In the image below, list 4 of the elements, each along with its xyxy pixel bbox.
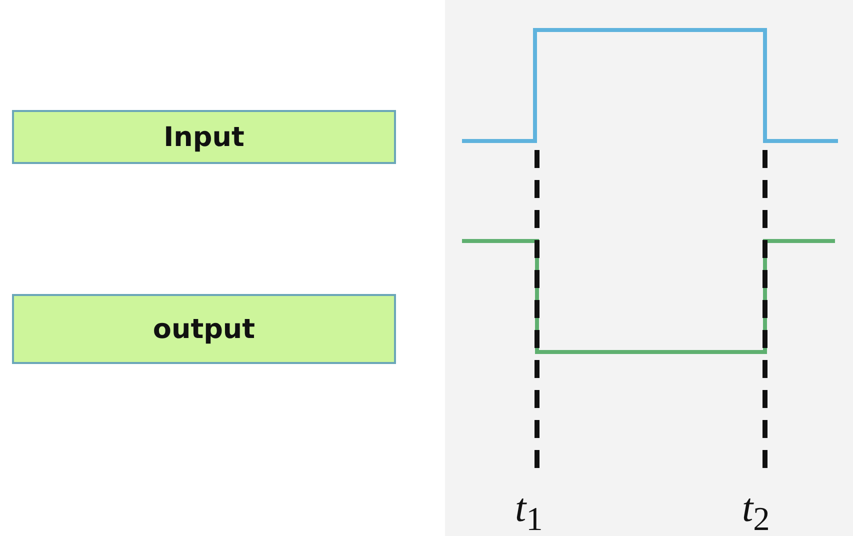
signal-label: Input — [12, 110, 396, 164]
signal-label: output — [12, 294, 396, 364]
time-label: t$_{2}$ — [742, 488, 770, 536]
time-label: t$_{1}$ — [515, 488, 543, 536]
